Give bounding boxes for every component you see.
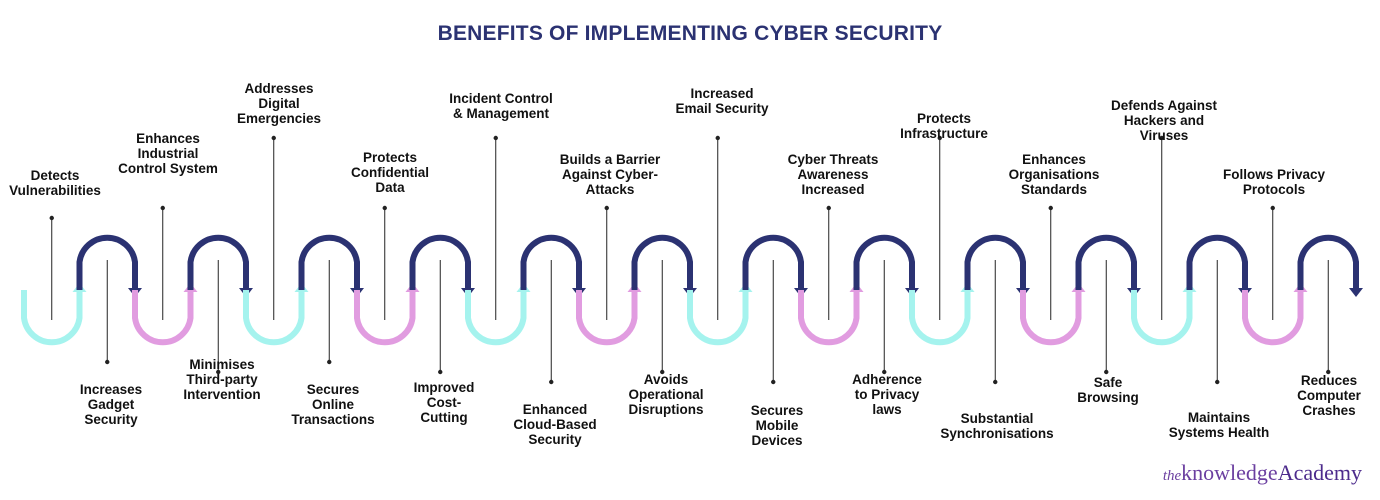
leader-dot: [1048, 205, 1053, 211]
wave-crest: [853, 234, 915, 290]
leader-dot: [1270, 205, 1275, 211]
benefit-label-top: Incident Control & Management: [449, 91, 553, 121]
leader-dot: [438, 369, 443, 375]
arrow-down-icon: [1349, 288, 1363, 297]
benefit-label-bottom: Adherence to Privacy laws: [852, 372, 922, 417]
wave-trough: [798, 290, 860, 346]
leader-dot: [882, 369, 887, 375]
wave-trough: [354, 290, 416, 346]
benefit-label-top: Defends Against Hackers and Viruses: [1110, 98, 1218, 143]
leader-dot: [271, 135, 276, 141]
leader-dot: [1159, 135, 1164, 141]
leader-dot: [993, 379, 998, 385]
page-title: BENEFITS OF IMPLEMENTING CYBER SECURITY: [437, 22, 943, 45]
leader-dot: [493, 135, 498, 141]
leader-dot: [327, 359, 332, 365]
leader-dot: [604, 205, 609, 211]
benefit-label-bottom: Improved Cost- Cutting: [413, 380, 475, 425]
wave-crest: [187, 234, 249, 290]
wave-crest: [964, 234, 1026, 290]
benefit-label-top: Protects Confidential Data: [351, 150, 429, 195]
leader-dot: [1215, 379, 1220, 385]
leader-dot: [382, 205, 387, 211]
benefit-label-bottom: Avoids Operational Disruptions: [628, 372, 704, 417]
leader-dot: [771, 379, 776, 385]
leader-dot: [1104, 369, 1109, 375]
leader-dot: [1326, 369, 1331, 375]
leader-dot: [49, 215, 54, 221]
benefit-label-top: Enhances Industrial Control System: [118, 131, 218, 176]
wave-trough: [132, 290, 194, 346]
wave-trough: [465, 290, 527, 346]
logo-knowledge: knowledge: [1181, 460, 1278, 485]
logo-the: the: [1162, 468, 1182, 484]
wave-crest: [1297, 234, 1359, 290]
benefit-label-top: Cyber Threats Awareness Increased: [787, 152, 879, 197]
leader-dot: [105, 359, 110, 365]
benefit-label-bottom: Increases Gadget Security: [79, 382, 143, 427]
wave-crest: [742, 234, 804, 290]
benefit-label-bottom: Secures Online Transactions: [291, 382, 375, 427]
benefit-label-bottom: Minimises Third-party Intervention: [183, 357, 261, 402]
wave-crest: [1075, 234, 1137, 290]
wave-trough: [576, 290, 638, 346]
wave-trough: [909, 290, 971, 346]
wave-trough: [243, 290, 305, 346]
benefit-label-bottom: Safe Browsing: [1077, 375, 1139, 405]
leader-dot: [826, 205, 831, 211]
benefit-label-bottom: Substantial Synchronisations: [940, 411, 1054, 441]
wave-trough: [21, 290, 83, 346]
wave-crest: [76, 234, 138, 290]
wave-crest: [409, 234, 471, 290]
logo-academy: Academy: [1277, 460, 1362, 485]
wave-trough: [687, 290, 749, 346]
leader-dot: [160, 205, 165, 211]
benefit-label-top: Enhances Organisations Standards: [1008, 152, 1100, 197]
benefit-label-top: Builds a Barrier Against Cyber- Attacks: [559, 152, 661, 197]
benefit-label-top: Detects Vulnerabilities: [9, 168, 101, 198]
benefit-label-bottom: Maintains Systems Health: [1168, 410, 1270, 440]
benefit-label-top: Follows Privacy Protocols: [1222, 167, 1326, 197]
wave-crest: [631, 234, 693, 290]
wave-trough: [1020, 290, 1082, 346]
wave-trough: [1131, 290, 1193, 346]
leader-dot: [660, 369, 665, 375]
wave-crest: [298, 234, 360, 290]
leader-dot: [216, 369, 221, 375]
leader-dot: [937, 135, 942, 141]
brand-logo: theknowledgeAcademy: [1163, 460, 1362, 486]
benefit-label-bottom: Secures Mobile Devices: [750, 403, 804, 448]
benefit-label-top: Increased Email Security: [675, 86, 769, 116]
wave-crest: [520, 234, 582, 290]
benefit-label-top: Addresses Digital Emergencies: [236, 81, 322, 126]
leader-dot: [715, 135, 720, 141]
leader-dot: [549, 379, 554, 385]
wave-trough: [1242, 290, 1304, 346]
benefit-label-bottom: Reduces Computer Crashes: [1297, 373, 1361, 418]
wave-crest: [1186, 234, 1248, 290]
benefit-label-top: Protects Infrastructure: [900, 111, 988, 141]
benefit-label-bottom: Enhanced Cloud-Based Security: [513, 402, 597, 447]
